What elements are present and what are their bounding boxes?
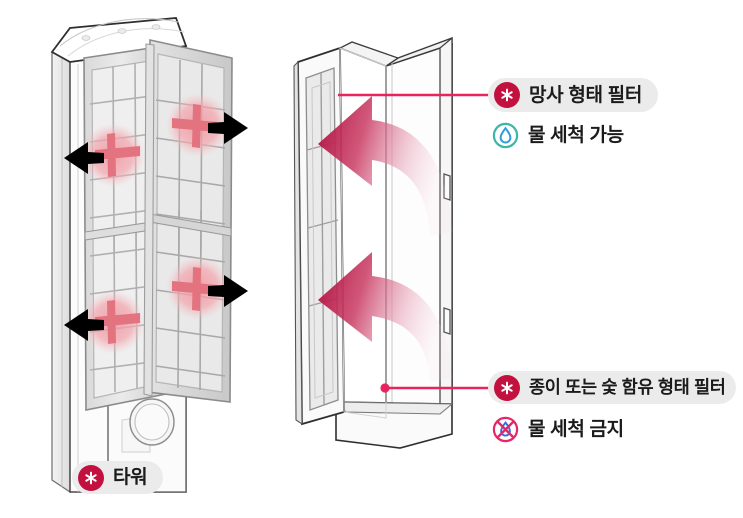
release-tab-upper-left-cross (95, 146, 140, 160)
asterisk-badge-icon (78, 464, 104, 491)
water-droplet-icon (492, 122, 519, 149)
leader-lines (338, 93, 500, 393)
curved-arrow-upper (318, 96, 452, 236)
callout-no-water-wash[interactable]: 물 세척 금지 (488, 412, 640, 446)
arrow-left-upper (64, 142, 104, 174)
tower-top-vent-a (81, 35, 91, 41)
callout-label-text: 망사 형태 필터 (529, 84, 643, 106)
tower-top-vent-b (117, 28, 127, 34)
tower-top-vent-c (151, 24, 161, 30)
callout-label-text: 물 세척 금지 (528, 418, 624, 440)
cabinet-latch-lower (443, 307, 451, 335)
right-tower-device (293, 36, 454, 449)
arrow-left-lower (64, 309, 104, 341)
callout-tower[interactable]: 타워 (72, 461, 164, 494)
callout-label-text: 타워 (113, 467, 148, 488)
pull-direction-arrows (318, 96, 452, 382)
release-tab-lower-left-cross (95, 313, 140, 327)
tower-knob-inner (134, 403, 170, 441)
left-panel-divider (143, 43, 155, 397)
asterisk-badge-icon (494, 82, 520, 108)
arrow-right-lower (208, 275, 248, 307)
arrow-right-upper (208, 112, 248, 144)
leader-dot-paper (380, 383, 390, 393)
asterisk-badge-icon (494, 374, 520, 401)
tower-left-side (51, 50, 71, 494)
callout-label-text: 물 세척 가능 (528, 124, 624, 146)
callout-mesh-filter[interactable]: 망사 형태 필터 (488, 78, 659, 112)
curved-arrow-lower (318, 252, 452, 382)
callout-water-washable[interactable]: 물 세척 가능 (488, 118, 640, 152)
callout-paper-charcoal-filter[interactable]: 종이 또는 숯 함유 형태 필터 (488, 371, 736, 404)
left-tower-device (50, 17, 233, 494)
open-door-filter-frame (293, 46, 345, 426)
no-water-droplet-icon (492, 416, 519, 443)
tower-top-curve (59, 18, 179, 47)
release-tab-upper-right-cross (172, 118, 217, 132)
release-tab-lower-right-cross (172, 281, 217, 295)
release-hotspots-group (64, 93, 248, 354)
callout-label-text: 종이 또는 숯 함유 형태 필터 (529, 376, 726, 397)
door-jamb (339, 47, 387, 419)
